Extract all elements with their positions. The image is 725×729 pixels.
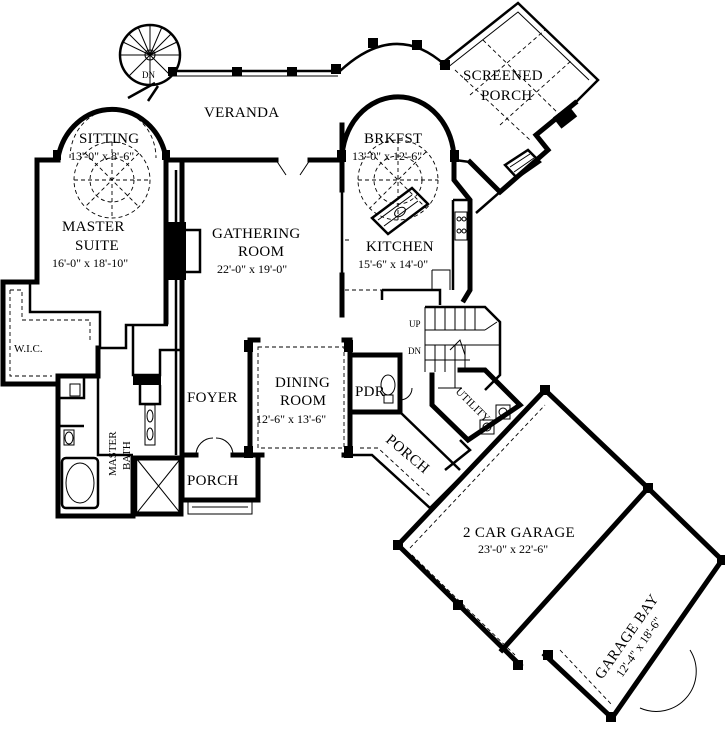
stair-up-label: UP	[409, 319, 421, 329]
master-bath-label-line2: BATH	[121, 441, 133, 470]
brkfst-label: BRKFST	[364, 131, 423, 147]
screened-porch-label-line2: PORCH	[481, 88, 533, 104]
utility-room	[429, 367, 524, 444]
breakfast-bay	[337, 94, 459, 221]
master-suite-label-line2: SUITE	[75, 238, 119, 254]
sitting-label: SITTING	[79, 131, 139, 147]
porch-front-label: PORCH	[187, 473, 239, 489]
kitchen	[345, 157, 473, 305]
powder-room	[347, 352, 413, 415]
screened-porch	[439, 1, 600, 214]
garage-bay	[541, 484, 725, 722]
gathering-room-label-line2: ROOM	[238, 244, 284, 260]
master-suite-label-line1: MASTER	[62, 219, 125, 235]
master-bath	[55, 373, 184, 519]
foyer-label: FOYER	[187, 390, 238, 406]
veranda-walls	[127, 38, 450, 102]
utility-label: UTILITY	[453, 386, 492, 425]
sitting-dims: 13'-0" x 8'-6"	[70, 149, 134, 163]
garage-label: 2 CAR GARAGE	[463, 525, 575, 541]
dining-room-label-line1: DINING	[275, 375, 330, 391]
sitting-bay	[53, 106, 170, 219]
pdr-label: PDR	[355, 384, 385, 400]
garage	[393, 385, 653, 670]
kitchen-dims: 15'-6" x 14'-0"	[358, 257, 428, 271]
dining-room-label-line2: ROOM	[280, 393, 326, 409]
dining-room	[244, 337, 353, 458]
screened-porch-label-line1: SCREENED	[463, 68, 543, 84]
stair-dn-label: DN	[408, 346, 421, 356]
foyer-walls	[131, 159, 253, 463]
master-suite-dims: 16'-0" x 18'-10"	[52, 256, 128, 270]
kitchen-label: KITCHEN	[366, 239, 434, 255]
spiral-stair-dn-label: DN	[142, 70, 155, 80]
wic-label: W.I.C.	[14, 343, 43, 355]
brkfst-dims: 13'-0" x 12'-6"	[352, 149, 422, 163]
veranda-label: VERANDA	[204, 105, 279, 121]
dining-room-dims: 12'-6" x 13'-6"	[256, 412, 326, 426]
gathering-room-walls	[163, 122, 345, 318]
gathering-room-dims: 22'-0" x 19'-0"	[217, 262, 287, 276]
wic-walls	[0, 279, 168, 387]
master-bath-label-line1: MASTER	[107, 431, 119, 476]
main-stair	[424, 305, 502, 391]
gathering-room-label-line1: GATHERING	[212, 226, 301, 242]
mudroom-wall	[444, 439, 472, 471]
garage-dims: 23'-0" x 22'-6"	[478, 542, 548, 556]
front-porch	[179, 455, 261, 515]
